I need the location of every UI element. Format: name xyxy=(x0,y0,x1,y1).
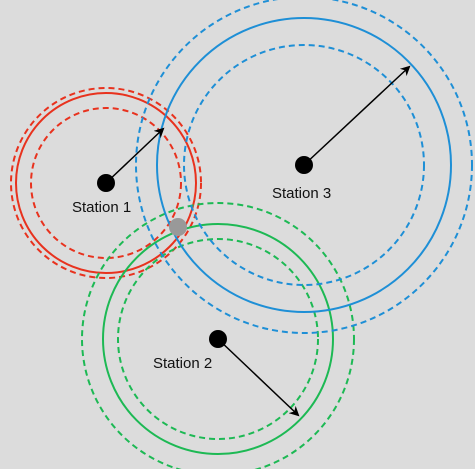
station-2-range-circle xyxy=(102,223,334,455)
station-3-group xyxy=(135,0,473,334)
station-3-range-circle xyxy=(156,17,452,313)
station-2-center-dot xyxy=(209,330,227,348)
station-1-label: Station 1 xyxy=(72,199,131,216)
station-1-outer-dashed-circle xyxy=(10,87,202,279)
station-3-center-dot xyxy=(295,156,313,174)
station-1-center-dot xyxy=(97,174,115,192)
station-1-range-circle xyxy=(15,92,197,274)
station-1-group xyxy=(10,87,202,279)
station-3-inner-dashed-circle xyxy=(183,44,425,286)
station-2-radius-arrow xyxy=(217,338,300,417)
intersection-point xyxy=(169,218,187,236)
station-2-outer-dashed-circle xyxy=(81,202,355,469)
station-2-label: Station 2 xyxy=(153,355,212,372)
station-2-group xyxy=(81,202,355,469)
station-3-radius-arrow xyxy=(303,65,411,166)
station-3-outer-dashed-circle xyxy=(135,0,473,334)
station-1-radius-arrow xyxy=(105,127,165,184)
station-2-inner-dashed-circle xyxy=(117,238,319,440)
station-1-inner-dashed-circle xyxy=(30,107,182,259)
station-3-label: Station 3 xyxy=(272,185,331,202)
